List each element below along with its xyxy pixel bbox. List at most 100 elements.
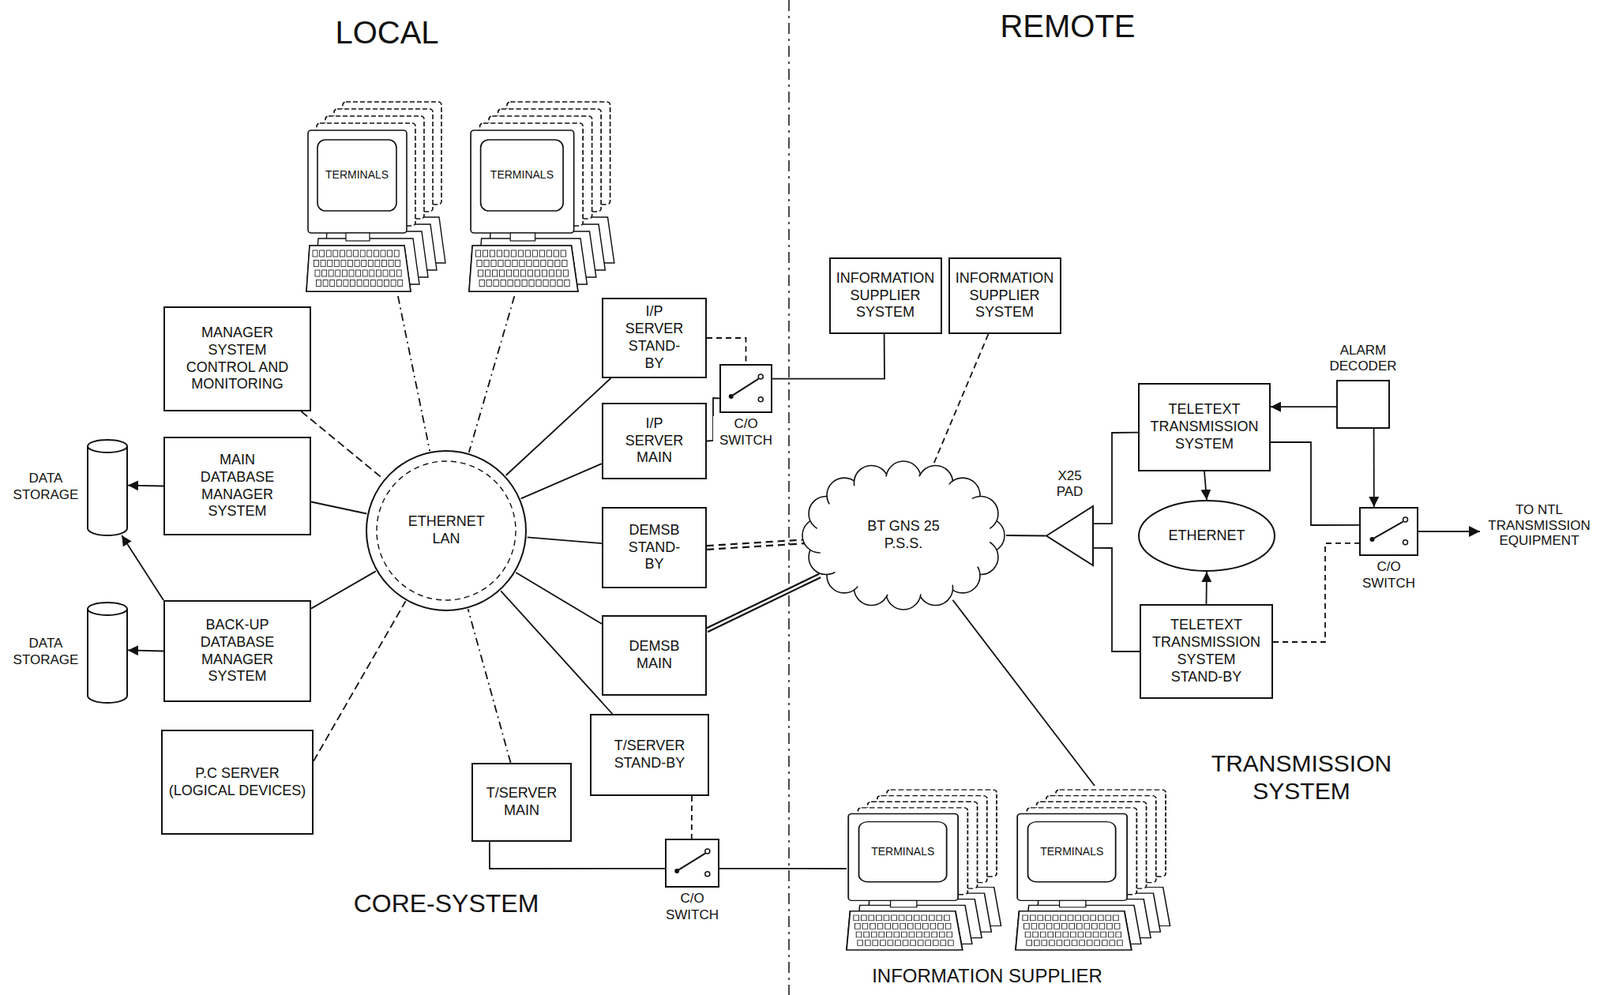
keyboard [469,245,579,292]
key [944,915,951,921]
key [390,270,395,277]
key [1099,923,1105,930]
key [550,280,556,287]
process-box: INFORMATION SUPPLIER SYSTEM [948,257,1062,335]
key [1100,931,1107,938]
connector-line [1373,428,1375,508]
connector-line [1205,571,1208,605]
key [510,250,516,257]
key [514,280,520,287]
node-label: DATA STORAGE [9,635,83,669]
key [328,270,334,277]
connector-line [127,649,164,651]
key [930,923,936,930]
key [520,270,526,277]
key [489,250,495,257]
key [860,915,867,921]
connector-line [691,796,693,839]
key [906,915,913,921]
key [1097,915,1104,921]
key [513,270,519,277]
connector [706,338,747,365]
monitor-neck [510,232,535,241]
key [1022,915,1029,921]
monitor [307,130,407,233]
key [1029,915,1036,921]
terminal-group-outline [306,97,449,297]
key [945,923,951,930]
node-label: ETHERNET [1168,527,1245,545]
connector [515,572,602,624]
key [895,940,902,947]
key [546,250,552,257]
connector [933,334,989,465]
connector-line [121,535,164,601]
key [375,260,380,267]
key [868,915,875,921]
key [360,250,365,257]
monitor-neck [345,232,370,241]
changeover-switch-outline [664,838,720,888]
heading-area: X25 PAD [1044,468,1096,501]
key [362,270,368,277]
key [312,250,318,257]
terminal-group: TERMINALS [469,97,618,297]
line-art [728,394,734,399]
key [1049,940,1056,947]
node-label: MAIN DATABASE MANAGER SYSTEM [200,451,275,522]
screen-area: TERMINALS [859,822,947,883]
key [1090,915,1097,921]
key [1105,915,1112,921]
node-label: TERMINALS [871,845,935,859]
key [533,260,539,267]
key [348,260,354,267]
connector-line [515,572,602,624]
connector-line [468,608,511,763]
connector-outer [706,541,804,549]
line-art [1138,500,1275,571]
key [1113,915,1120,921]
key [486,280,492,287]
key [910,940,917,947]
key [915,923,921,930]
key [395,260,401,267]
connector-line [398,296,430,451]
key [479,280,485,287]
line-art [758,397,763,402]
key [1109,940,1116,947]
key [1033,940,1040,947]
process-box: MANAGER SYSTEM CONTROL AND MONITORING [163,306,312,412]
key [1115,931,1122,938]
connector [1270,442,1360,526]
node-label: TERMINALS [1040,845,1104,859]
screen-area: TERMINALS [1028,822,1116,883]
connector [311,502,367,515]
output-arrow [1418,530,1480,533]
connector [300,411,384,480]
connector [719,867,847,869]
connector-line [1093,548,1140,652]
data-storage-cylinder: DATA STORAGE [86,601,128,703]
screen-area: TERMINALS [317,139,397,211]
key [1107,923,1113,930]
node-label: DEMSB STAND-BY [628,522,681,575]
key [484,260,489,267]
key [333,250,339,257]
key [370,280,376,287]
keyboard [306,245,411,292]
key [373,250,379,257]
key [898,915,905,921]
key [553,250,559,257]
key [560,250,566,257]
line-art [1403,517,1409,523]
text-area: ETHERNET LAN [364,449,528,613]
line-art [816,475,991,596]
key [492,270,497,277]
connector [398,296,430,451]
connector-line [469,296,515,453]
key [913,915,920,921]
connector-line [1006,534,1046,537]
key [1070,931,1077,938]
connector [506,378,612,476]
key [872,940,879,947]
